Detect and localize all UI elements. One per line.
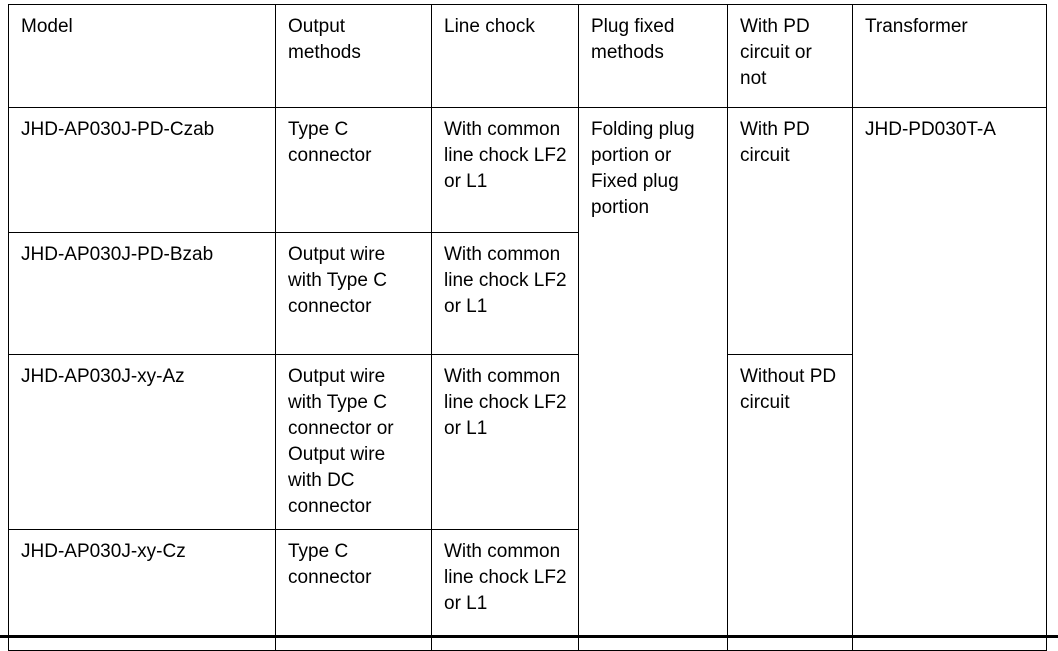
cell-output-methods: Output wire with Type C connector or Out… (275, 354, 432, 530)
column-header-transformer: Transformer (852, 4, 1047, 108)
cell-line-chock: With common line chock LF2 or L1 (431, 529, 579, 651)
column-header-output-methods: Output methods (275, 4, 432, 108)
cell-output-methods: Output wire with Type C connector (275, 232, 432, 355)
column-header-plug-fixed-methods: Plug fixed methods (578, 4, 728, 108)
cell-line-chock: With common line chock LF2 or L1 (431, 107, 579, 233)
cell-output-methods: Type C connector (275, 529, 432, 651)
cell-pd-circuit-without: Without PD circuit (727, 354, 853, 651)
column-header-pd-circuit: With PD circuit or not (727, 4, 853, 108)
table-header-row: Model Output methods Line chock Plug fix… (8, 4, 1047, 108)
table-row: JHD-AP030J-PD-Bzab Output wire with Type… (8, 232, 1047, 355)
cell-model: JHD-AP030J-xy-Az (8, 354, 276, 530)
table-row: JHD-AP030J-xy-Cz Type C connector With c… (8, 529, 1047, 651)
table-row: JHD-AP030J-PD-Czab Type C connector With… (8, 107, 1047, 651)
cell-line-chock: With common line chock LF2 or L1 (431, 232, 579, 355)
column-header-line-chock: Line chock (431, 4, 579, 108)
column-header-model: Model (8, 4, 276, 108)
table-row: JHD-AP030J-xy-Az Output wire with Type C… (8, 354, 1047, 651)
page-bottom-rule (0, 635, 1058, 638)
cell-output-methods: Type C connector (275, 107, 432, 233)
cell-transformer-merged: JHD-PD030T-A (852, 107, 1047, 651)
cell-pd-circuit-with: With PD circuit (727, 107, 853, 355)
cell-model: JHD-AP030J-PD-Czab (8, 107, 276, 233)
cell-model: JHD-AP030J-PD-Bzab (8, 232, 276, 355)
cell-line-chock: With common line chock LF2 or L1 (431, 354, 579, 530)
model-specification-table: Model Output methods Line chock Plug fix… (8, 4, 1047, 651)
cell-model: JHD-AP030J-xy-Cz (8, 529, 276, 651)
cell-plug-fixed-methods-merged: Folding plug portion or Fixed plug porti… (578, 107, 728, 651)
